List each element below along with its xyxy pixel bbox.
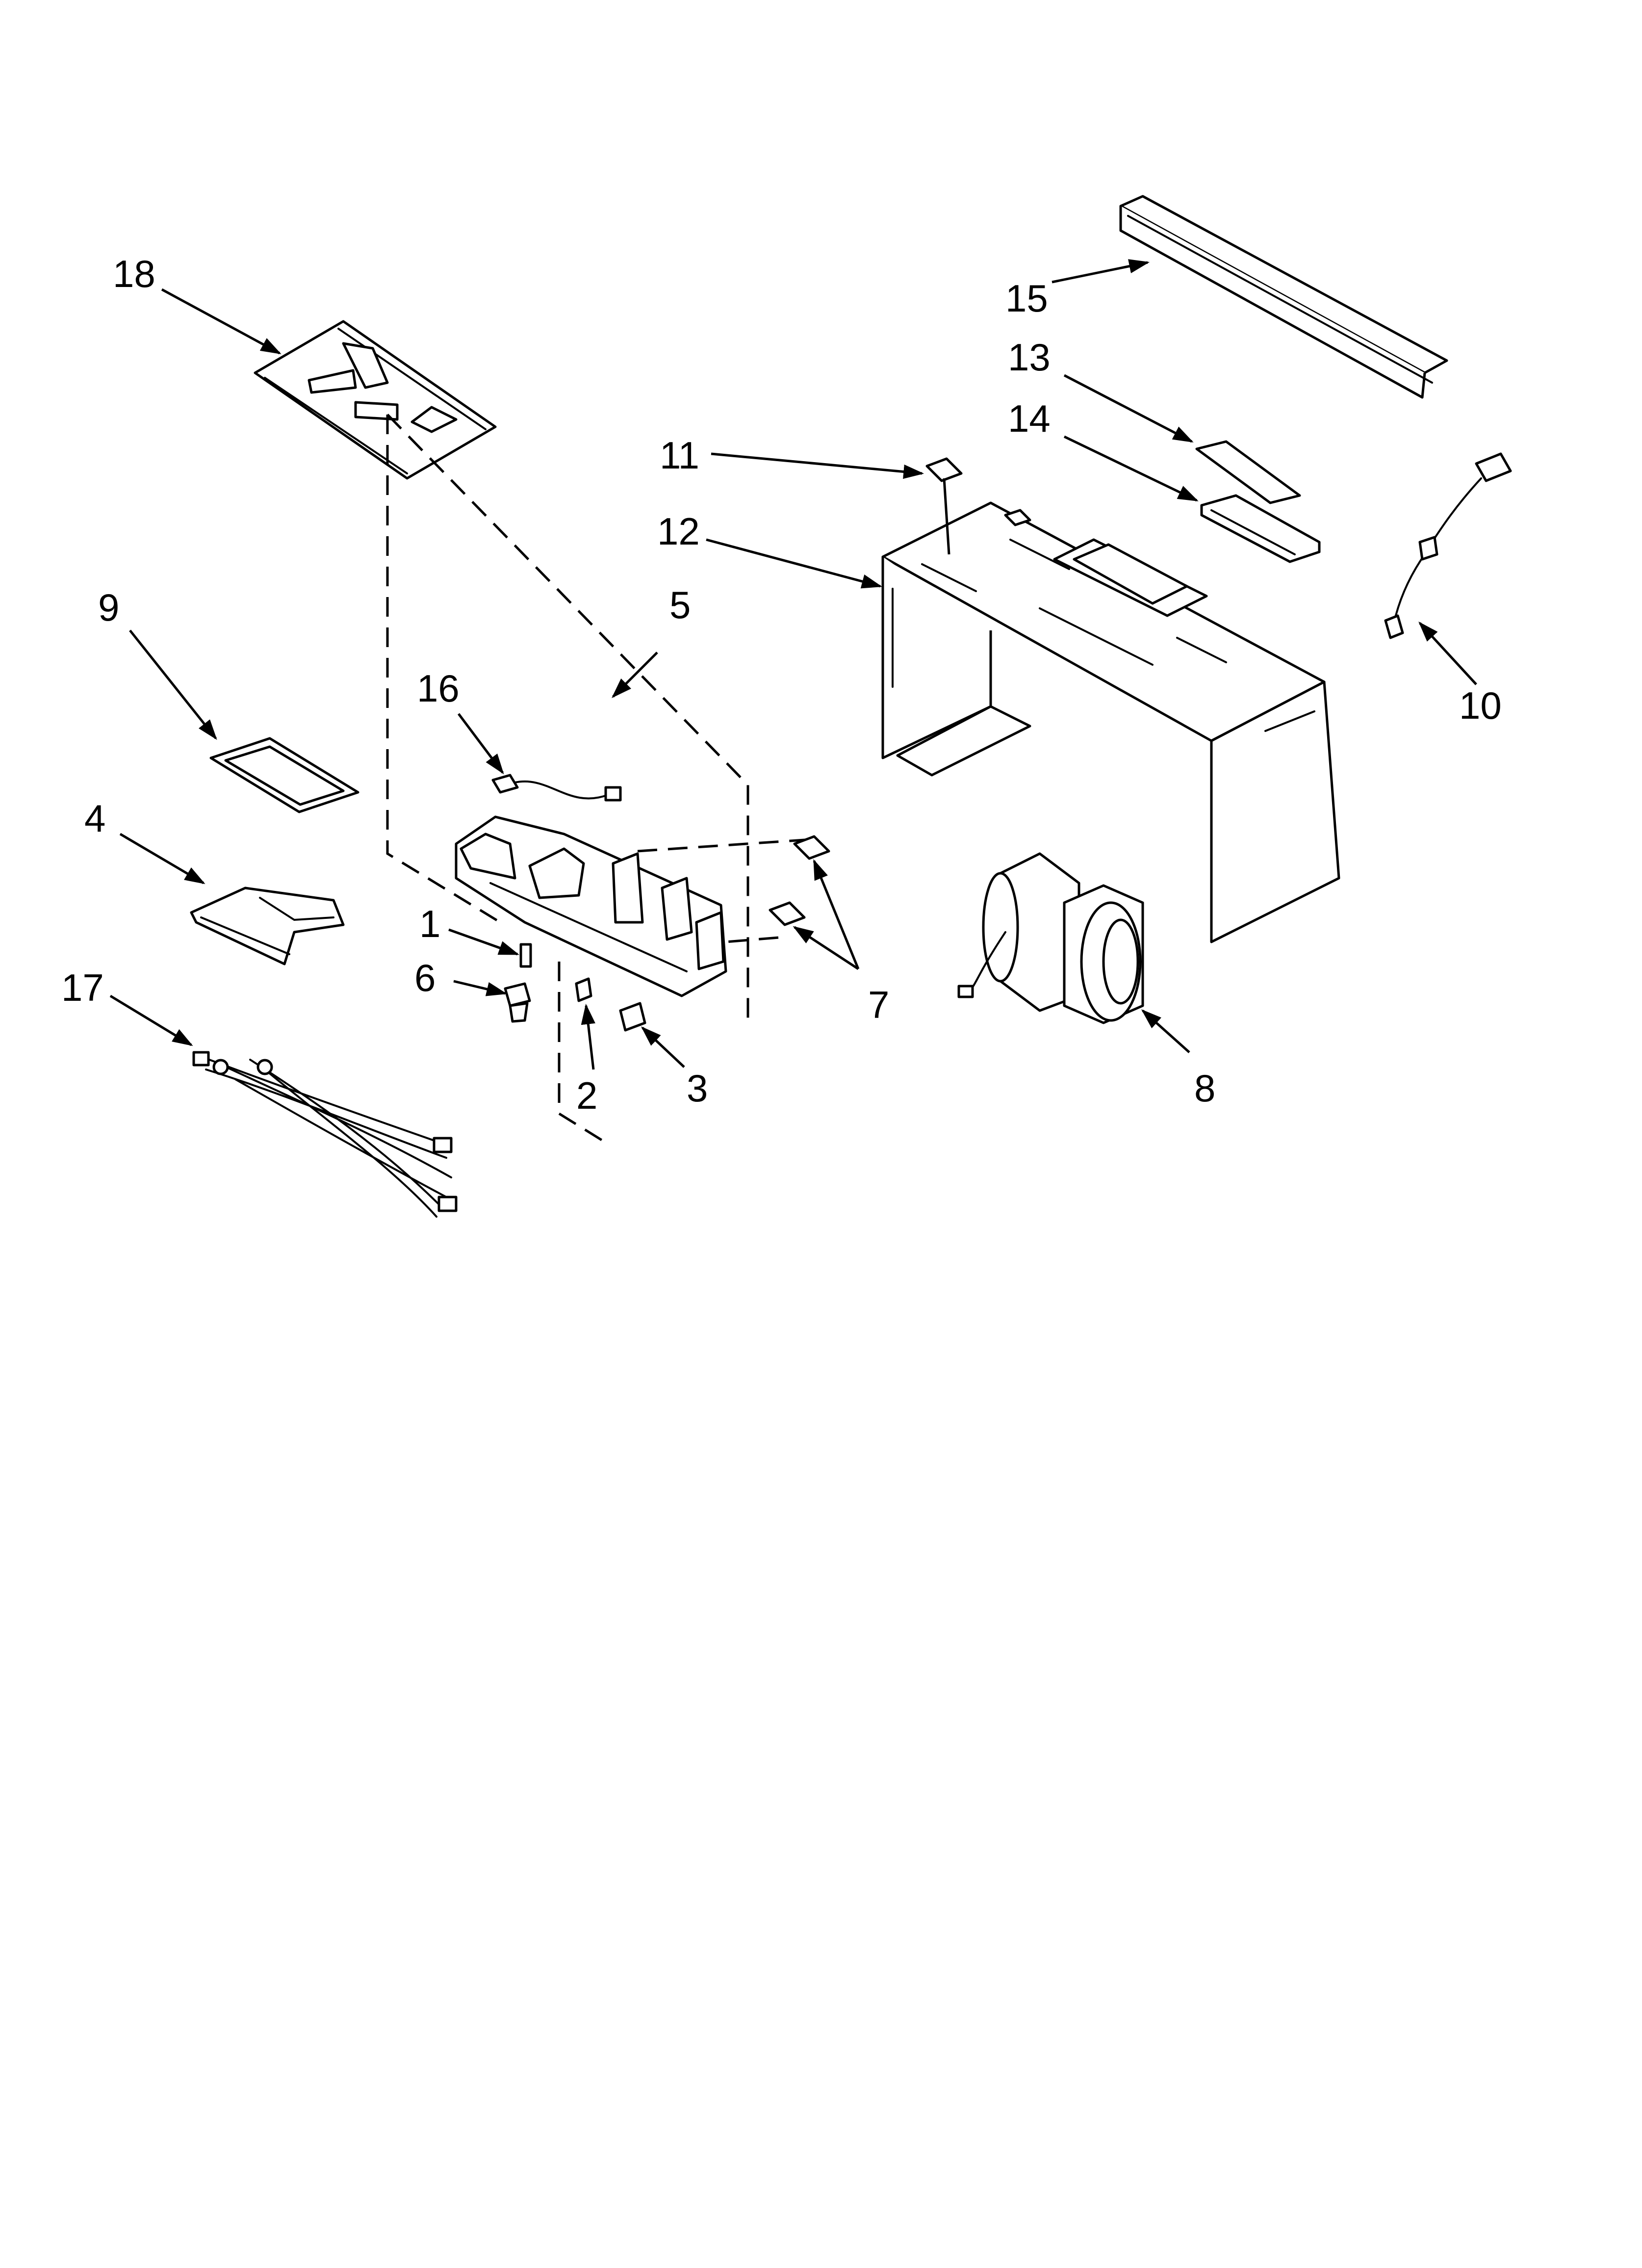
callout-8: 8 xyxy=(1194,1067,1215,1110)
leader-lines xyxy=(109,259,1477,1070)
part-10-power-cord xyxy=(1384,452,1512,639)
part-7-clips xyxy=(769,835,830,926)
part-2-switch xyxy=(575,977,592,1002)
part-17-wire-harness xyxy=(192,1051,458,1218)
part-18-hardware-bag xyxy=(254,320,497,480)
part-12-cabinet xyxy=(881,501,1340,943)
callout-5: 5 xyxy=(669,583,691,626)
callout-3: 3 xyxy=(687,1067,708,1110)
part-4-cover xyxy=(190,886,345,965)
part-8-blower-motor xyxy=(957,852,1144,1024)
part-11-latch xyxy=(925,457,963,482)
part-14-tray xyxy=(1200,494,1321,563)
callout-10: 10 xyxy=(1459,684,1502,727)
callout-13: 13 xyxy=(1008,336,1051,379)
callout-16: 16 xyxy=(417,667,460,710)
part-15-rail xyxy=(1119,195,1448,399)
part-1-fuse xyxy=(519,943,532,968)
part-6-thermostat xyxy=(504,982,531,1023)
callout-11: 11 xyxy=(660,434,699,477)
callout-6: 6 xyxy=(414,956,436,999)
callout-7: 7 xyxy=(868,983,889,1026)
callout-2: 2 xyxy=(576,1074,597,1117)
callout-15: 15 xyxy=(1005,277,1048,320)
part-16-sensor xyxy=(491,774,622,802)
callout-4: 4 xyxy=(84,797,105,840)
callout-18: 18 xyxy=(113,252,155,295)
callout-1: 1 xyxy=(419,902,440,945)
callout-12: 12 xyxy=(657,510,700,553)
callout-labels: 18 15 13 14 11 12 10 9 5 16 4 1 6 17 7 8… xyxy=(61,252,1502,1117)
part-5-assembly-outline xyxy=(386,414,820,1147)
callout-17: 17 xyxy=(61,966,104,1009)
part-3-switch xyxy=(619,1002,646,1032)
part-9-filter xyxy=(209,737,359,813)
callout-14: 14 xyxy=(1008,397,1051,440)
part-13-cover xyxy=(1195,440,1301,504)
part-5-control-bracket xyxy=(455,815,727,997)
callout-9: 9 xyxy=(98,586,119,629)
